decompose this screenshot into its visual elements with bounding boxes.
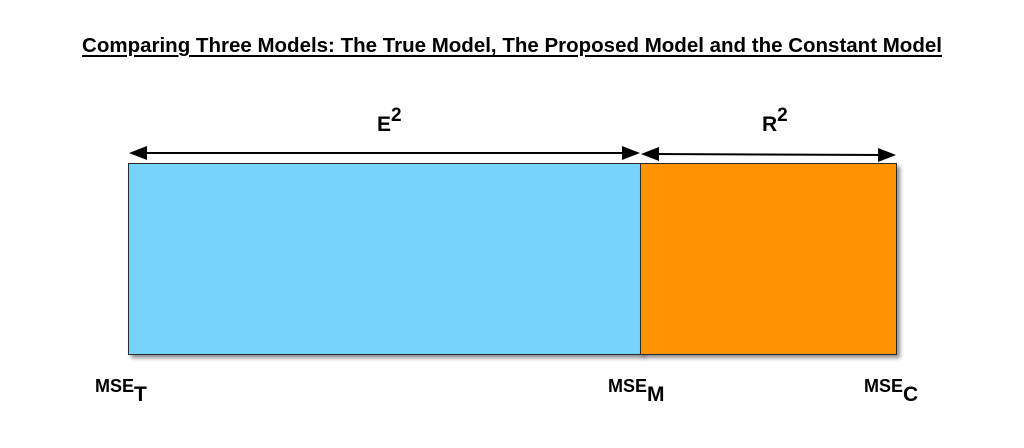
mse-model-label: MSEM: [608, 376, 665, 405]
e-label-base: E: [377, 113, 392, 136]
r-label-exponent: 2: [777, 105, 788, 126]
e-squared-bar: [128, 163, 642, 355]
e-squared-label: E2: [377, 106, 402, 137]
mse-true-subscript: T: [134, 382, 147, 406]
mse-constant-base: MSE: [864, 376, 904, 396]
r-squared-arrow: [641, 147, 896, 162]
r-squared-label: R2: [762, 106, 788, 137]
mse-constant-label: MSEC: [864, 376, 918, 405]
e-label-exponent: 2: [391, 105, 402, 126]
mse-true-label: MSET: [95, 376, 147, 405]
mse-model-base: MSE: [608, 376, 648, 396]
r-label-base: R: [762, 113, 778, 136]
r-squared-bar: [640, 163, 897, 355]
diagram-title: Comparing Three Models: The True Model, …: [82, 34, 942, 57]
mse-model-subscript: M: [647, 382, 665, 406]
mse-constant-subscript: C: [903, 382, 919, 406]
e-squared-arrow: [129, 146, 640, 160]
mse-true-base: MSE: [95, 376, 135, 396]
